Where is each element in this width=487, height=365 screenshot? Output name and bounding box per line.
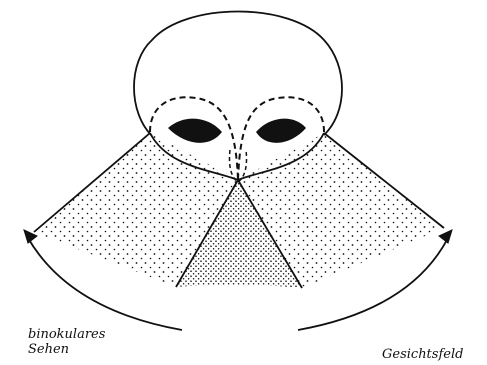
binocular-label-line2: Sehen	[28, 342, 105, 357]
left-eyeball-icon	[168, 119, 222, 143]
head-outline	[134, 12, 342, 137]
right-eyeball-icon	[256, 119, 306, 143]
right-arrowhead-icon	[439, 230, 452, 243]
visual-field-label: Gesichtsfeld	[382, 347, 463, 362]
binocular-label-line1: binokulares	[28, 327, 105, 342]
binocular-vision-label: binokulares Sehen	[28, 327, 105, 357]
